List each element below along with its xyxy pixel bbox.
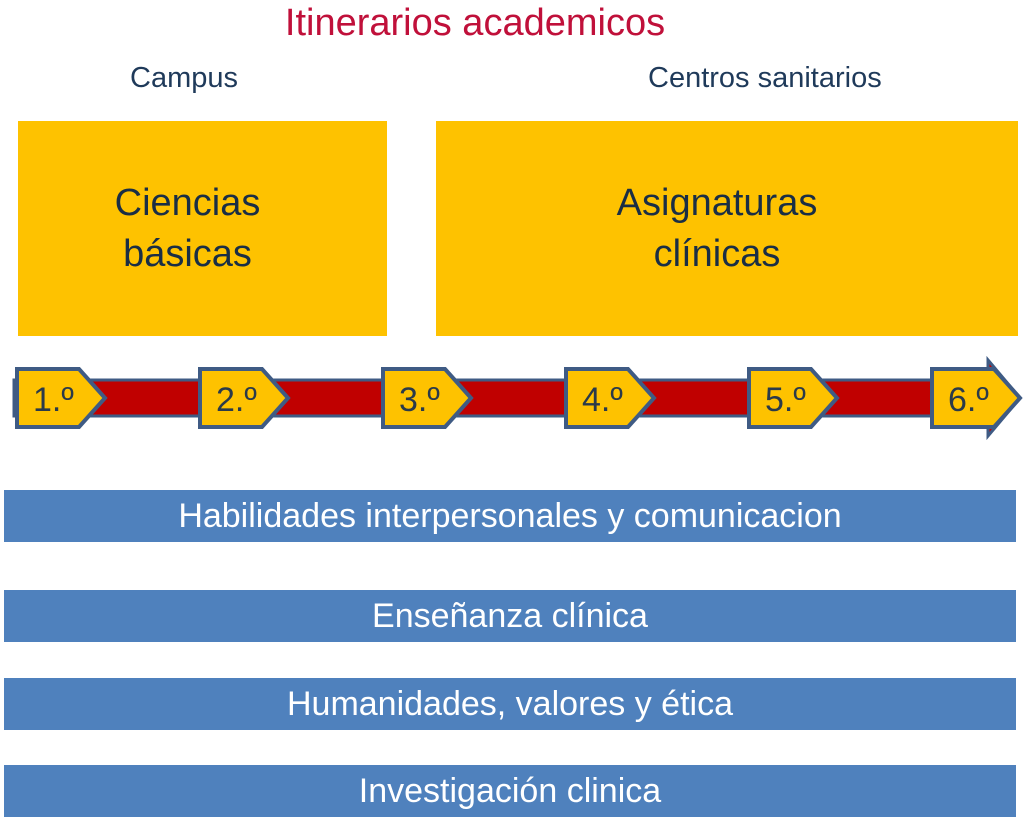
basic-sciences-line2: básicas (123, 232, 252, 275)
year-label: 5.º (765, 381, 806, 419)
clinical-subjects-line1: Asignaturas (616, 181, 818, 224)
skills-bar: Habilidades interpersonales y comunicaci… (4, 490, 1016, 542)
clinical-subjects-line2: clínicas (653, 232, 781, 275)
year-marker (381, 367, 474, 429)
clinical-subjects-block: Asignaturas clínicas (436, 121, 1018, 336)
timeline-arrow (12, 355, 1022, 441)
year-marker (930, 367, 1023, 429)
year-label: 6.º (948, 381, 989, 419)
clinical-teaching-bar: Enseñanza clínica (4, 590, 1016, 642)
year-label: 4.º (582, 381, 623, 419)
year-marker (564, 367, 657, 429)
basic-sciences-block: Ciencias básicas (18, 121, 387, 336)
humanities-bar: Humanidades, valores y ética (4, 678, 1016, 730)
clinical-centers-label: Centros sanitarios (648, 62, 882, 94)
year-label: 3.º (399, 381, 440, 419)
year-label: 2.º (216, 381, 257, 419)
diagram-title: Itinerarios academicos (284, 2, 666, 44)
research-bar: Investigación clinica (4, 765, 1016, 817)
year-timeline: 1.º 2.º 3.º 4.º 5.º 6.º (12, 355, 1023, 441)
year-marker (747, 367, 840, 429)
year-label: 1.º (33, 381, 74, 419)
year-marker (15, 367, 108, 429)
year-marker (198, 367, 291, 429)
campus-label: Campus (130, 62, 238, 94)
basic-sciences-line1: Ciencias (114, 181, 261, 224)
